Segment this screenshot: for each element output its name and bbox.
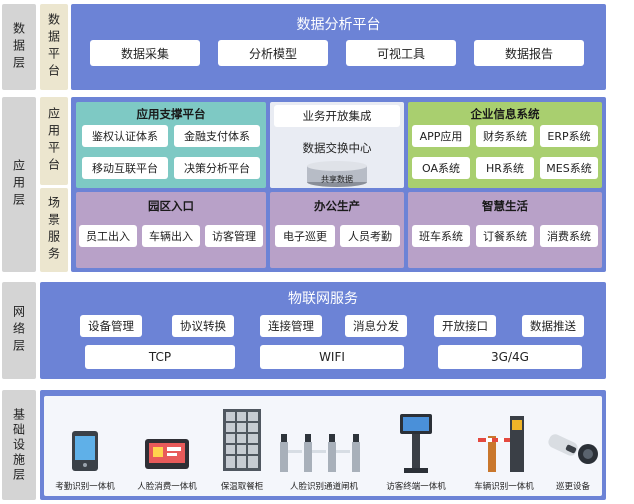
park-item-visitor[interactable]: 访客管理 xyxy=(205,225,263,247)
iot-device-management[interactable]: 设备管理 xyxy=(80,315,142,337)
device-label-meal-locker: 保温取餐柜 xyxy=(220,482,264,492)
office-item-attendance[interactable]: 人员考勤 xyxy=(340,225,400,247)
app-platform-text: 应用平台 xyxy=(46,107,61,175)
app-layer-side-label: 应用层 xyxy=(2,97,36,272)
iot-message-dispatch[interactable]: 消息分发 xyxy=(345,315,407,337)
device-label-face-gate: 人脸识别通道闸机 xyxy=(289,482,358,492)
data-platform-label: 数据平台 xyxy=(40,4,68,90)
app-layer-side-text: 应用层 xyxy=(11,159,26,210)
shared-database-icon xyxy=(307,161,367,187)
ent-item-oa[interactable]: OA系统 xyxy=(412,157,470,179)
iot-connection-management[interactable]: 连接管理 xyxy=(260,315,322,337)
data-exchange-center: 数据交换中心 xyxy=(302,141,372,155)
data-item-model[interactable]: 分析模型 xyxy=(218,40,328,66)
data-item-collect[interactable]: 数据采集 xyxy=(90,40,200,66)
vehicle-recognition-barrier-icon[interactable] xyxy=(476,412,532,474)
office-item-patrol[interactable]: 电子巡更 xyxy=(275,225,335,247)
attendance-terminal-icon[interactable] xyxy=(70,430,100,472)
iot-protocol-conversion[interactable]: 协议转换 xyxy=(172,315,234,337)
support-item-decision[interactable]: 决策分析平台 xyxy=(174,157,260,179)
protocol-tcp[interactable]: TCP xyxy=(85,345,235,369)
network-layer-side-text: 网络层 xyxy=(11,305,26,356)
visitor-kiosk-icon[interactable] xyxy=(398,412,434,474)
app-platform-label: 应用平台 xyxy=(40,97,68,185)
ent-item-app[interactable]: APP应用 xyxy=(412,125,470,147)
infra-layer-side-label: 基础设施层 xyxy=(2,390,36,500)
enterprise-title: 企业信息系统 xyxy=(470,107,540,121)
ent-item-hr[interactable]: HR系统 xyxy=(476,157,534,179)
ent-item-erp[interactable]: ERP系统 xyxy=(540,125,598,147)
protocol-3g4g[interactable]: 3G/4G xyxy=(438,345,582,369)
smart-item-consume[interactable]: 消费系统 xyxy=(540,225,598,247)
data-item-report[interactable]: 数据报告 xyxy=(474,40,584,66)
device-label-visitor-kiosk: 访客终端一体机 xyxy=(386,482,446,492)
support-item-auth[interactable]: 鉴权认证体系 xyxy=(82,125,168,147)
device-label-patrol: 巡更设备 xyxy=(555,482,590,492)
park-entrance-title: 园区入口 xyxy=(148,199,194,213)
park-item-vehicle[interactable]: 车辆出入 xyxy=(142,225,200,247)
ent-item-mes[interactable]: MES系统 xyxy=(540,157,598,179)
iot-open-interface[interactable]: 开放接口 xyxy=(434,315,496,337)
shared-database-label: 共享数据 xyxy=(321,175,353,184)
network-layer-side-label: 网络层 xyxy=(2,282,36,379)
data-item-visual[interactable]: 可视工具 xyxy=(346,40,456,66)
data-layer-side-label: 数据层 xyxy=(2,4,36,90)
support-item-mobile[interactable]: 移动互联平台 xyxy=(82,157,168,179)
device-gallery xyxy=(44,396,602,496)
scene-service-text: 场景服务 xyxy=(46,196,61,264)
support-item-payment[interactable]: 金融支付体系 xyxy=(174,125,260,147)
smart-life-title: 智慧生活 xyxy=(482,199,528,213)
smart-item-shuttle[interactable]: 班车系统 xyxy=(412,225,470,247)
device-label-face-payment: 人脸消费一体机 xyxy=(137,482,197,492)
support-platform-title: 应用支撑平台 xyxy=(136,107,206,121)
device-label-attendance: 考勤识别一体机 xyxy=(55,482,115,492)
scene-service-label: 场景服务 xyxy=(40,188,68,272)
device-label-vehicle: 车辆识别一体机 xyxy=(474,482,534,492)
patrol-device-icon[interactable] xyxy=(546,432,600,470)
face-payment-terminal-icon[interactable] xyxy=(143,438,191,472)
data-layer-side-text: 数据层 xyxy=(11,21,26,73)
meal-locker-icon[interactable] xyxy=(222,408,262,472)
office-production-title: 办公生产 xyxy=(314,199,360,213)
ent-item-finance[interactable]: 财务系统 xyxy=(476,125,534,147)
face-gate-turnstile-icon[interactable] xyxy=(278,432,370,472)
data-platform-text: 数据平台 xyxy=(46,13,61,81)
park-item-staff[interactable]: 员工出入 xyxy=(79,225,137,247)
data-analysis-title: 数据分析平台 xyxy=(296,17,381,33)
iot-service-title: 物联网服务 xyxy=(288,291,358,307)
infra-layer-side-text: 基础设施层 xyxy=(11,407,26,483)
smart-item-meal-order[interactable]: 订餐系统 xyxy=(476,225,534,247)
business-open-integration[interactable]: 业务开放集成 xyxy=(274,105,400,127)
iot-data-push[interactable]: 数据推送 xyxy=(522,315,584,337)
protocol-wifi[interactable]: WIFI xyxy=(260,345,404,369)
